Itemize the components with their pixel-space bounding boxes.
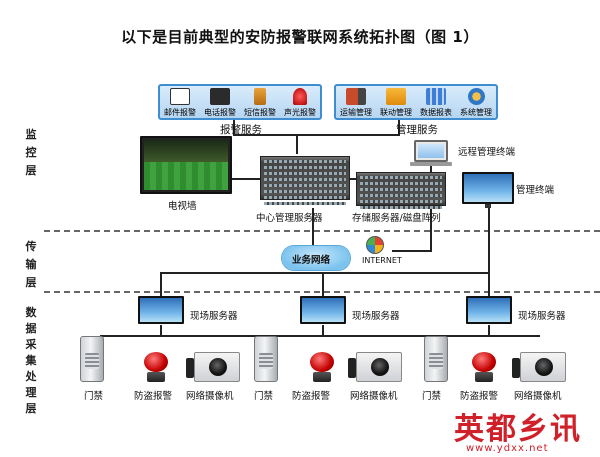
tv-wall — [140, 136, 232, 194]
laptop-icon — [414, 140, 448, 162]
connector-device-2 — [322, 325, 324, 335]
storage-array-rack — [356, 172, 446, 209]
connector-site-1 — [160, 272, 162, 296]
light-sound-alarm-item: 声光报警 — [280, 88, 320, 118]
connector-mgmt-terminal — [488, 205, 490, 273]
transport-mgmt-item: 运输管理 — [336, 88, 376, 118]
connector-site-3 — [488, 272, 490, 296]
management-service-panel: 运输管理 联动管理 数据报表 系统管理 — [334, 84, 498, 120]
site-server-2-label: 现场服务器 — [352, 311, 400, 322]
management-terminal-stand — [485, 204, 491, 208]
data-report-item: 数据报表 — [416, 88, 456, 118]
mobile-phone-icon — [254, 88, 266, 105]
connector-alarm-service — [233, 120, 235, 134]
connector-to-center — [296, 134, 298, 154]
storage-label: 存储服务器/磁盘阵列 — [352, 213, 441, 224]
burglar-alarm-2-base — [313, 372, 331, 382]
site-server-3-monitor — [466, 296, 512, 324]
remote-terminal-label: 远程管理终端 — [458, 147, 516, 158]
phone-alarm-item: 电话报警 — [200, 88, 240, 118]
site-server-1-label: 现场服务器 — [190, 311, 238, 322]
access-control-3-label: 门禁 — [422, 391, 442, 402]
center-server-rack — [260, 156, 350, 205]
connector-center-network — [312, 208, 314, 254]
connector-tv-center — [230, 178, 260, 180]
connector-mgmt-service — [398, 120, 400, 134]
connector-site-2 — [322, 272, 324, 296]
burglar-alarm-1-icon — [144, 352, 168, 372]
linkage-mgmt-item: 联动管理 — [376, 88, 416, 118]
business-network-label: 业务网络 — [292, 255, 331, 266]
burglar-alarm-2-icon — [310, 352, 334, 372]
connector-service-bus — [233, 134, 400, 136]
burglar-alarm-3-icon — [472, 352, 496, 372]
watermark-url: www.ydxx.net — [466, 443, 549, 454]
mail-alarm-item: 邮件报警 — [160, 88, 200, 118]
folder-icon — [386, 88, 406, 105]
camera-2-back — [348, 358, 356, 378]
laptop-base — [410, 162, 452, 166]
connector-site-bus — [160, 272, 490, 274]
network-camera-1-icon — [194, 352, 240, 382]
connector-internet-h — [392, 250, 432, 252]
tv-wall-field — [144, 162, 228, 190]
watermark-brand: 英都乡讯 — [454, 412, 582, 447]
management-service-label: 管理服务 — [396, 124, 438, 136]
management-terminal-label: 管理终端 — [516, 185, 555, 196]
system-mgmt-item: 系统管理 — [456, 88, 496, 118]
center-server-label: 中心管理服务器 — [256, 213, 323, 224]
burglar-alarm-2-label: 防盗报警 — [292, 391, 331, 402]
access-control-1-icon — [80, 336, 104, 382]
truck-icon — [346, 88, 366, 105]
connector-device-1 — [160, 325, 162, 335]
site-server-2-monitor — [300, 296, 346, 324]
layer-label-transmit: 传 输 层 — [25, 240, 37, 289]
access-control-2-icon — [254, 336, 278, 382]
burglar-alarm-3-base — [475, 372, 493, 382]
layer-label-collect: 数 据 采 集 处 理 层 — [25, 306, 37, 415]
diagram-title: 以下是目前典型的安防报警联网系统拓扑图（图 1） — [121, 28, 479, 46]
burglar-alarm-1-base — [147, 372, 165, 382]
sms-alarm-item: 短信报警 — [240, 88, 280, 118]
site-server-3-label: 现场服务器 — [518, 311, 566, 322]
network-camera-2-label: 网络摄像机 — [350, 391, 398, 402]
mail-icon — [170, 88, 190, 105]
layer-label-monitor: 监 控 层 — [25, 128, 37, 177]
network-camera-2-icon — [356, 352, 402, 382]
layer-divider-upper — [44, 230, 600, 232]
burglar-alarm-1-label: 防盗报警 — [134, 391, 173, 402]
connector-center-storage — [350, 178, 356, 180]
network-camera-3-label: 网络摄像机 — [514, 391, 562, 402]
camera-3-back — [512, 358, 520, 378]
connector-device-3 — [488, 325, 490, 335]
access-control-2-label: 门禁 — [254, 391, 274, 402]
gear-icon — [467, 88, 485, 105]
alarm-service-panel: 邮件报警 电话报警 短信报警 声光报警 — [158, 84, 322, 120]
site-server-1-monitor — [138, 296, 184, 324]
network-camera-1-label: 网络摄像机 — [186, 391, 234, 402]
camera-1-back — [186, 358, 194, 378]
access-control-1-label: 门禁 — [84, 391, 104, 402]
siren-icon — [293, 88, 307, 105]
management-terminal-monitor — [462, 172, 514, 204]
bar-chart-icon — [426, 88, 446, 105]
tv-wall-trees — [144, 140, 228, 162]
phone-icon — [210, 88, 230, 105]
tv-wall-label: 电视墙 — [168, 201, 197, 212]
business-network-cloud — [282, 246, 350, 270]
access-control-3-icon — [424, 336, 448, 382]
connector-device-bus — [100, 335, 540, 337]
internet-label: INTERNET — [362, 256, 402, 265]
internet-globe-icon — [366, 236, 384, 254]
burglar-alarm-3-label: 防盗报警 — [460, 391, 499, 402]
network-camera-3-icon — [520, 352, 566, 382]
alarm-service-label: 报警服务 — [220, 124, 262, 136]
